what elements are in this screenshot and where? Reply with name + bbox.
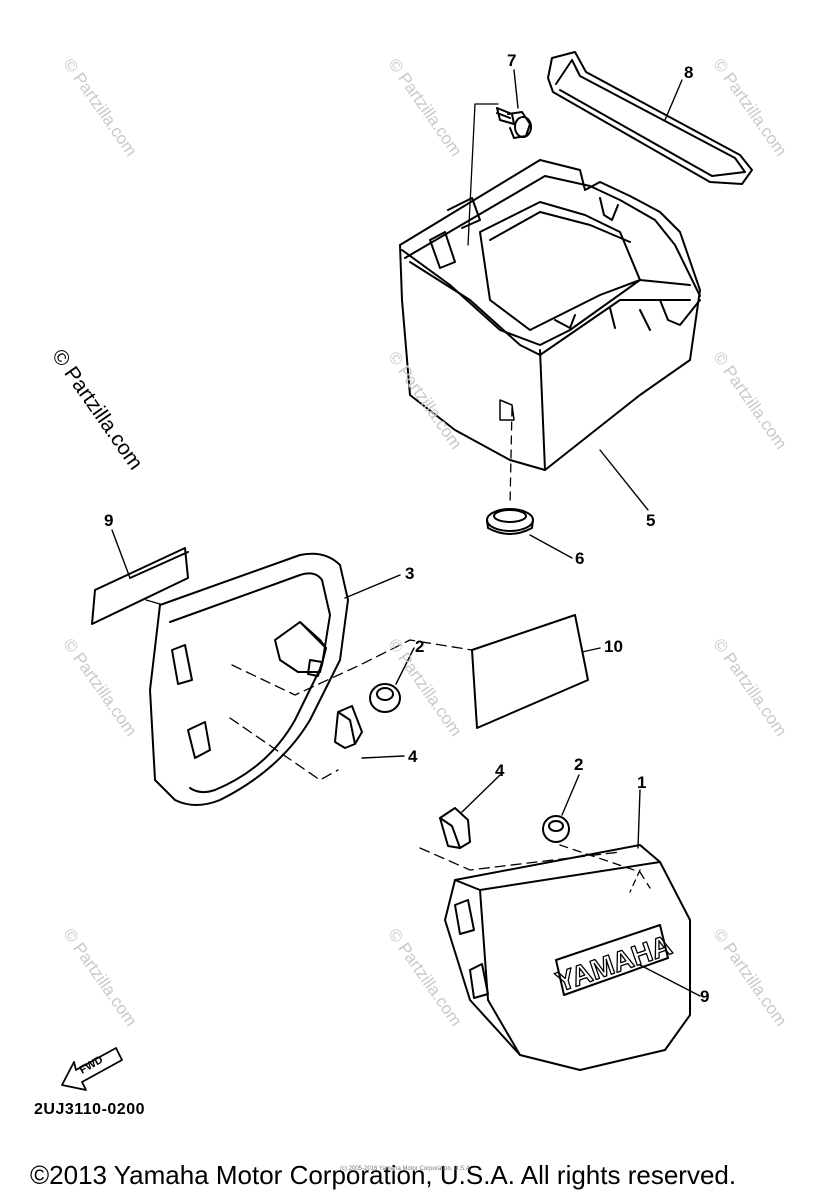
leader-lines (111, 69, 701, 997)
callout-10[interactable]: 10 (604, 637, 623, 656)
svg-text:FWD: FWD (78, 1054, 106, 1077)
battery-strap-part-8 (547, 51, 753, 185)
small-copyright-notice: (c) 2005-2016 Yamaha Motor Corporation, … (340, 1166, 472, 1172)
callout-2-lower[interactable]: 2 (574, 755, 584, 774)
callout-9-upper[interactable]: 9 (104, 511, 114, 530)
callout-1[interactable]: 1 (637, 773, 647, 792)
grommet-part-2-right (542, 815, 570, 843)
copyright-notice: ©2013 Yamaha Motor Corporation, U.S.A. A… (30, 1160, 737, 1190)
yamaha-logo: YAMAHA (551, 929, 676, 999)
grommet-part-6 (486, 508, 534, 535)
callout-7[interactable]: 7 (507, 51, 517, 70)
fwd-label: FWD (78, 1054, 106, 1077)
callout-9-lower[interactable]: 9 (700, 987, 710, 1006)
callout-8[interactable]: 8 (684, 63, 694, 82)
callout-4-right[interactable]: 4 (495, 761, 505, 780)
side-cover-left-part-3 (149, 552, 349, 806)
emblem-part-9-left (91, 547, 189, 625)
grommet-part-2-left (369, 683, 401, 713)
callout-3[interactable]: 3 (405, 564, 415, 583)
rubber-part-4-right (439, 807, 471, 849)
panel-part-10 (471, 614, 589, 729)
side-cover-right-part-1 (444, 844, 691, 1071)
rubber-part-4-left (334, 705, 363, 749)
callout-4-left[interactable]: 4 (408, 747, 418, 766)
battery-box-part-5 (399, 159, 701, 471)
diagram-code: 2UJ3110-0200 (34, 1101, 145, 1118)
assembly-lines (145, 103, 651, 893)
svg-text:YAMAHA: YAMAHA (552, 929, 676, 997)
callout-5[interactable]: 5 (646, 511, 656, 530)
bolt-part-7 (496, 107, 532, 139)
callout-6[interactable]: 6 (575, 549, 585, 568)
callout-2-upper[interactable]: 2 (415, 637, 425, 656)
fwd-arrow-icon (61, 1047, 123, 1091)
